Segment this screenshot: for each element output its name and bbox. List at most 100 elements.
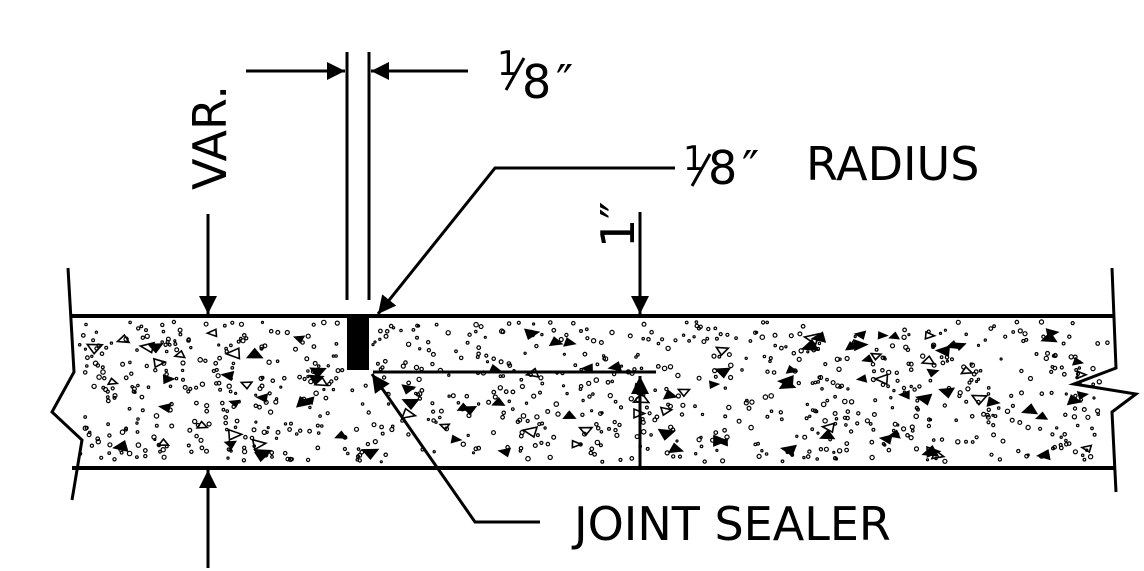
stipple-dot xyxy=(315,423,320,428)
stipple-dot xyxy=(518,433,524,439)
stipple-dot xyxy=(430,401,435,406)
stipple-dot xyxy=(510,407,515,412)
stipple-dot xyxy=(804,416,809,421)
stipple-dot xyxy=(1095,341,1101,346)
stipple-dot xyxy=(144,333,150,339)
stipple-dot xyxy=(820,386,824,391)
joint-sealer-leader xyxy=(370,373,540,524)
stipple-dot xyxy=(228,447,232,452)
stipple-dot xyxy=(312,360,318,366)
stipple-dot xyxy=(82,370,88,375)
stipple-dot xyxy=(1050,365,1055,369)
stipple-dot xyxy=(969,413,975,419)
stipple-dot xyxy=(107,442,113,448)
stipple-dot xyxy=(306,369,310,373)
stipple-dot xyxy=(825,377,829,382)
stipple-dot xyxy=(134,455,139,460)
stipple-dot xyxy=(760,320,766,325)
stipple-dot xyxy=(506,321,512,326)
stipple-dot xyxy=(96,374,102,380)
stipple-dot xyxy=(173,342,178,347)
stipple-dot xyxy=(749,399,755,405)
stipple-dot xyxy=(931,438,936,442)
stipple-dot xyxy=(846,387,850,391)
stipple-dot xyxy=(437,415,442,420)
stipple-dot xyxy=(653,388,658,393)
stipple-aggregate xyxy=(708,380,721,390)
stipple-dot xyxy=(844,355,850,362)
stipple-dot xyxy=(1024,337,1029,342)
stipple-dot xyxy=(681,333,686,337)
stipple-dot xyxy=(257,404,262,410)
stipple-dot xyxy=(551,327,557,333)
stipple-dot xyxy=(938,331,943,335)
stipple-dot xyxy=(848,399,855,405)
stipple-dot xyxy=(823,362,828,367)
stipple-dot xyxy=(768,356,773,361)
stipple-dot xyxy=(128,360,132,365)
stipple-dot xyxy=(253,403,259,409)
stipple-aggregate xyxy=(938,387,956,399)
stipple-aggregate xyxy=(334,430,348,439)
stipple-aggregate xyxy=(112,439,129,452)
stipple-dot xyxy=(233,425,238,430)
stipple-dot xyxy=(886,447,892,453)
stipple-dot xyxy=(891,428,896,433)
stipple-dot xyxy=(326,364,330,368)
stipple-dot xyxy=(234,391,238,395)
stipple-dot xyxy=(458,355,464,361)
stipple-dot xyxy=(901,385,907,391)
stipple-dot xyxy=(765,320,770,325)
stipple-dot xyxy=(1087,454,1094,460)
stipple-aggregate xyxy=(245,347,264,359)
stipple-dot xyxy=(473,446,479,452)
stipple-dot xyxy=(693,404,697,409)
stipple-dot xyxy=(169,423,175,429)
stipple-dot xyxy=(140,335,145,340)
stipple-dot xyxy=(335,368,341,374)
stipple-dot xyxy=(191,418,198,425)
stipple-dot xyxy=(886,384,890,389)
stipple-dot xyxy=(203,358,208,363)
stipple-dot xyxy=(1071,414,1078,420)
stipple-dot xyxy=(180,368,185,373)
stipple-dot xyxy=(762,394,769,400)
stipple-dot xyxy=(991,423,996,428)
stipple-dot xyxy=(808,414,812,418)
stipple-dot xyxy=(1044,350,1050,356)
stipple-dot xyxy=(498,359,504,365)
stipple-dot xyxy=(647,411,652,416)
stipple-aggregate xyxy=(115,333,131,344)
stipple-dot xyxy=(316,431,321,435)
stipple-dot xyxy=(986,420,991,425)
stipple-aggregate xyxy=(106,377,120,386)
stipple-aggregate xyxy=(717,437,728,447)
stipple-dot xyxy=(213,360,219,366)
stipple-dot xyxy=(773,343,778,348)
stipple-dot xyxy=(796,380,802,386)
stipple-dot xyxy=(614,432,620,438)
stipple-dot xyxy=(281,375,287,381)
stipple-dot xyxy=(1064,438,1068,443)
stipple-aggregate xyxy=(562,410,577,420)
stipple-dot xyxy=(687,339,691,343)
stipple-dot xyxy=(534,414,540,420)
stipple-dot xyxy=(986,386,991,390)
stipple-dot xyxy=(100,369,106,375)
stipple-dot xyxy=(873,398,878,403)
top-fraction-bar xyxy=(504,57,526,91)
stipple-aggregate xyxy=(930,449,946,460)
stipple-dot xyxy=(491,389,497,395)
stipple-dot xyxy=(231,361,236,366)
stipple-dot xyxy=(284,329,290,336)
stipple-dot xyxy=(1009,417,1015,423)
stipple-dot xyxy=(1082,457,1087,462)
stipple-dot xyxy=(181,377,186,382)
stipple-aggregate xyxy=(255,393,269,403)
stipple-dot xyxy=(416,376,422,383)
stipple-dot xyxy=(112,395,117,400)
stipple-dot xyxy=(736,418,742,424)
stipple-dot xyxy=(667,403,674,409)
stipple-dot xyxy=(378,337,382,341)
stipple-dot xyxy=(144,363,149,369)
